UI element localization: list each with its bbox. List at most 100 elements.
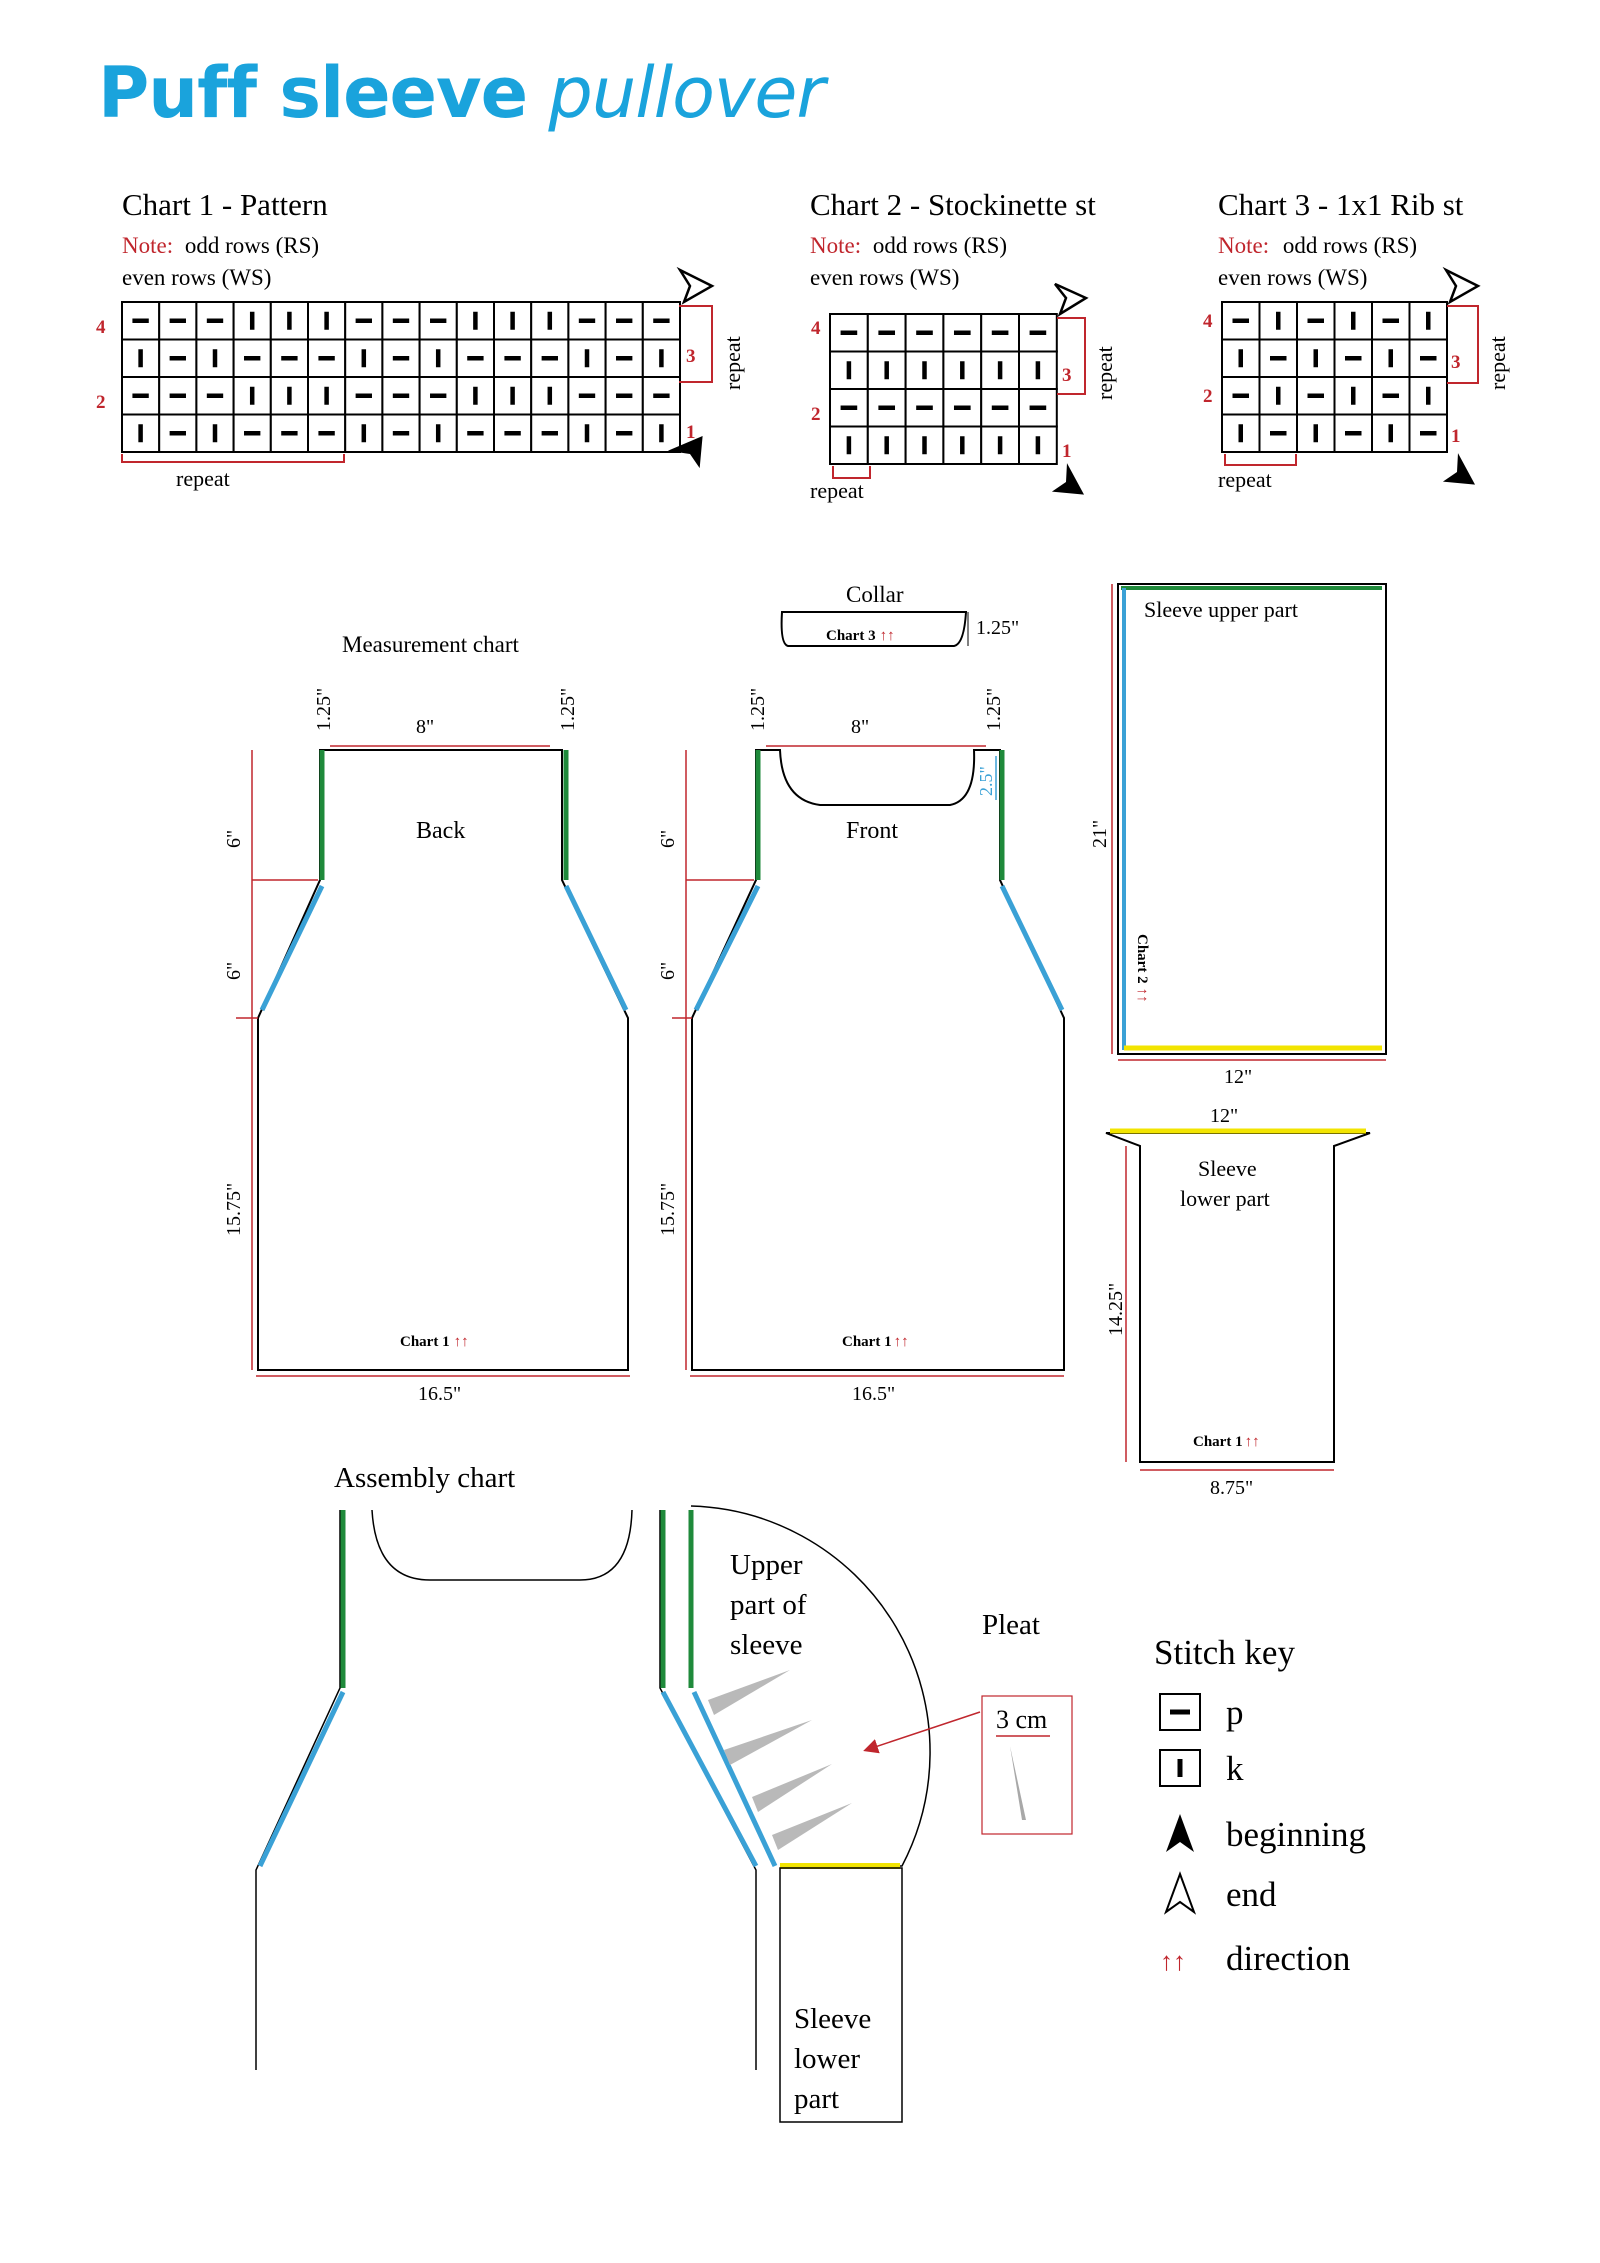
assembly-lower-sleeve-outline	[779, 1867, 903, 2123]
stitch-key-title: Stitch key	[1154, 1633, 1295, 1672]
chart-1-grid	[121, 301, 681, 453]
sleeve-lower-chart-label: Chart 1	[1193, 1434, 1243, 1450]
pleat-label: Pleat	[982, 1609, 1040, 1641]
back-left-shoulder: 1.25"	[313, 688, 335, 731]
sleeve-lower-direction-arrows-icon: ↑↑	[1245, 1434, 1260, 1450]
chart-3-row-1: 1	[1451, 426, 1461, 447]
svg-text:Note: odd rows (RS): Note: odd rows (RS)	[1218, 233, 1417, 258]
chart-1-repeat-bracket	[679, 305, 713, 383]
back-chart-label: Chart 1	[400, 1334, 450, 1350]
assembly-neckline	[371, 1509, 633, 1581]
assembly-left-side	[255, 1510, 341, 2070]
assembly-chart: Assembly chart Upper part of sleeve Slee…	[255, 1462, 1073, 2123]
back-piece: Back Chart 1↑↑ 8" 1.25" 1.25" 6" 6" 15.7…	[223, 688, 630, 1405]
collar-label: Collar	[846, 582, 904, 607]
front-top-width: 8"	[851, 716, 869, 738]
sleeve-upper-outline	[1117, 583, 1387, 1055]
chart-3-repeat-horizontal: repeat	[1218, 467, 1272, 492]
chart-2: Chart 2 - Stockinette st Note: odd rows …	[810, 187, 1117, 503]
front-left-shoulder: 1.25"	[747, 688, 769, 731]
front-right-shoulder: 1.25"	[983, 688, 1005, 731]
stitch-key-knit: k	[1226, 1749, 1244, 1788]
back-width: 16.5"	[418, 1383, 461, 1405]
stitch-cell	[232, 413, 272, 453]
sleeve-lower-label-2: lower part	[1180, 1186, 1270, 1211]
knit-symbol-box	[1159, 1749, 1201, 1787]
stitch-key-beginning: beginning	[1226, 1815, 1366, 1854]
chart-2-row-2: 2	[811, 404, 821, 425]
sleeve-lower-outline	[1105, 1132, 1371, 1463]
direction-arrows-icon: ↑↑	[454, 1334, 469, 1350]
chart-2-grid	[829, 313, 1058, 465]
assembly-title: Assembly chart	[334, 1462, 515, 1494]
assembly-upper-sleeve-2: part of	[730, 1589, 807, 1621]
front-body: 15.75"	[657, 1183, 679, 1236]
front-left-armhole-seam	[693, 884, 761, 1012]
chart-1-row-1: 1	[686, 422, 696, 443]
collar-outline	[780, 611, 968, 647]
title-bold: Puff sleeve	[98, 52, 528, 134]
svg-text:Note: odd rows (RS): Note: odd rows (RS)	[810, 233, 1007, 258]
stitch-cell	[866, 425, 907, 465]
collar-height: 1.25"	[976, 617, 1019, 639]
back-right-shoulder: 1.25"	[557, 688, 579, 731]
beginning-arrow-icon	[667, 435, 703, 469]
chart-2-repeat-bracket-bottom	[832, 466, 871, 479]
chart-3-repeat-bracket	[1447, 305, 1479, 384]
chart-2-note-odd: odd rows (RS)	[873, 233, 1007, 258]
stitch-cell	[1221, 338, 1261, 378]
pleat-detail-icon	[1010, 1746, 1026, 1820]
front-armhole: 6"	[657, 962, 679, 980]
chart-2-row-4: 4	[811, 318, 821, 339]
front-direction-arrows-icon: ↑↑	[894, 1334, 909, 1350]
front-neck-depth: 2.5"	[976, 766, 996, 796]
assembly-left-armhole-seam	[257, 1690, 346, 1868]
chart-3-note-odd: odd rows (RS)	[1283, 233, 1417, 258]
sleeve-lower-piece: 12" Sleeve lower part Chart 1↑↑ 14.25" 8…	[1105, 1105, 1371, 1499]
key-beginning-icon	[1166, 1814, 1194, 1852]
sleeve-upper-piece: Sleeve upper part Chart 2↑↑ 21" 12"	[1089, 583, 1387, 1088]
svg-text:Chart 2↑↑: Chart 2↑↑	[1134, 934, 1150, 1003]
front-piece: 2.5" Front Chart 1↑↑ 8" 1.25" 1.25" 6" 6…	[657, 688, 1065, 1405]
chart-3-row-4: 4	[1203, 311, 1213, 332]
chart-2-row-1: 1	[1062, 441, 1072, 462]
pleat-icon-1	[708, 1670, 790, 1715]
front-right-armhole-seam	[999, 884, 1065, 1012]
chart-3-row-3: 3	[1451, 352, 1461, 373]
assembly-lower-sleeve-3: part	[794, 2083, 839, 2115]
sleeve-upper-label: Sleeve upper part	[1144, 597, 1298, 622]
sleeve-lower-label-1: Sleeve	[1198, 1156, 1257, 1181]
assembly-upper-sleeve-outline	[690, 1505, 931, 1867]
back-top-width: 8"	[416, 716, 434, 738]
chart-2-note-label: Note:	[810, 233, 861, 258]
chart-3-note-label: Note:	[1218, 233, 1269, 258]
sleeve-lower-top-width: 12"	[1210, 1105, 1238, 1127]
page-title: Puff sleeve pullover	[98, 58, 825, 128]
chart-2-beginning-arrow-icon	[1051, 463, 1085, 495]
pleat-icon-2	[724, 1720, 812, 1765]
svg-text:Chart 1↑↑: Chart 1↑↑	[842, 1334, 909, 1350]
front-chart-label: Chart 1	[842, 1334, 892, 1350]
chart-1-note-even: even rows (WS)	[122, 265, 271, 290]
chart-2-repeat-vertical: repeat	[1092, 346, 1117, 400]
pleat-icon-4	[772, 1803, 852, 1850]
assembly-lower-sleeve-1: Sleeve	[794, 2003, 871, 2035]
sleeve-upper-chart-label: Chart 2	[1134, 934, 1150, 984]
chart-3-repeat-vertical: repeat	[1485, 336, 1510, 390]
chart-2-note-even: even rows (WS)	[810, 265, 959, 290]
purl-symbol-box	[1159, 1693, 1201, 1731]
title-light: pullover	[548, 52, 825, 134]
svg-text:Chart 1↑↑: Chart 1↑↑	[400, 1334, 469, 1350]
back-label: Back	[416, 818, 465, 844]
measurement-chart-title: Measurement chart	[342, 632, 520, 657]
stitch-key-purl: p	[1226, 1693, 1244, 1732]
chart-2-row-3: 3	[1062, 365, 1072, 386]
collar-piece: Collar Chart 3↑↑ 1.25"	[780, 582, 1019, 647]
chart-3-beginning-arrow-icon	[1442, 453, 1476, 485]
stitch-cell	[195, 413, 235, 453]
pleat-size: 3 cm	[996, 1705, 1047, 1734]
sleeve-upper-height: 21"	[1089, 820, 1111, 848]
front-label: Front	[846, 818, 898, 844]
chart-3-grid	[1221, 301, 1448, 453]
